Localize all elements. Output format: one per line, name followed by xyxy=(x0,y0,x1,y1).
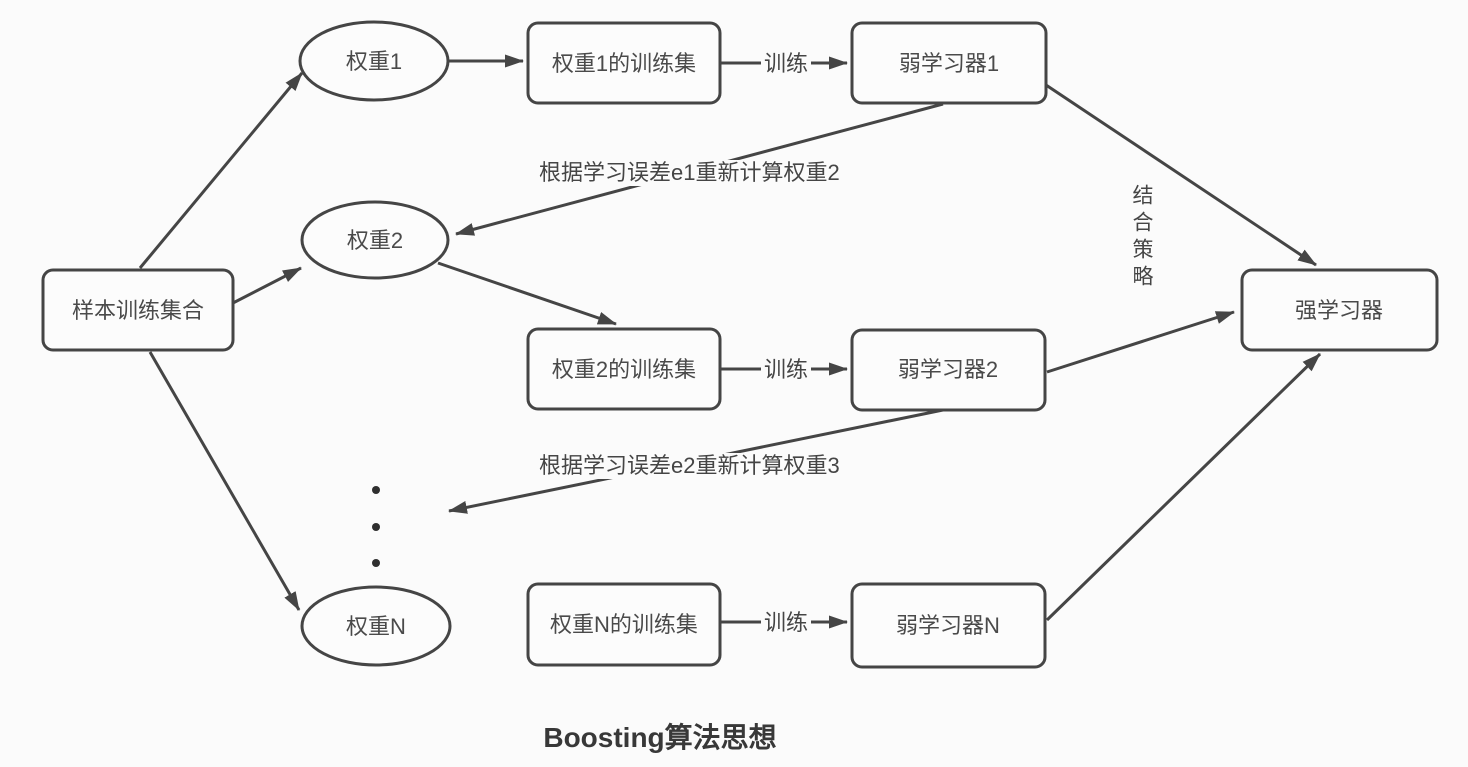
combine-strategy-annotation: 结合策略 xyxy=(1130,184,1153,292)
train-edge-label-1: 训练 xyxy=(761,51,812,77)
edge-weight2-to-trainset2 xyxy=(437,261,617,326)
diagram-title: Boosting算法思想 xyxy=(543,722,777,753)
node-shapes xyxy=(41,20,1439,669)
edge-weak2-to-strong xyxy=(1046,310,1235,374)
ellipsis-dot xyxy=(372,559,380,567)
train-edge-label-2: 训练 xyxy=(761,357,812,383)
edges xyxy=(138,54,1322,629)
edge-weakN-to-strong xyxy=(1045,352,1322,622)
strong-learner-label: 强学习器 xyxy=(1295,298,1383,323)
weight1-ellipse xyxy=(298,20,450,102)
weight2-label: 权重2 xyxy=(347,228,403,253)
trainset2-box xyxy=(526,327,722,411)
train-edge-label-3: 训练 xyxy=(761,610,812,636)
edge-sample-to-weight1 xyxy=(138,72,304,269)
recalc-weight2-annotation: 根据学习误差e1重新计算权重2 xyxy=(536,160,843,186)
trainset2-label: 权重2的训练集 xyxy=(552,357,696,382)
weak-learner1-box xyxy=(850,21,1048,105)
edge-weak1-to-strong xyxy=(1045,83,1317,267)
ellipsis-dot xyxy=(372,486,380,494)
edge-sample-to-weightN xyxy=(148,351,301,611)
weak-learnerN-box xyxy=(850,582,1047,669)
weak-learner2-label: 弱学习器2 xyxy=(898,357,998,382)
weak-learner1-label: 弱学习器1 xyxy=(899,51,999,76)
vertical-ellipsis-icon xyxy=(372,486,380,567)
weak-learnerN-label: 弱学习器N xyxy=(896,613,1000,638)
weightN-label: 权重N xyxy=(346,614,406,639)
node-labels: 样本训练集合 权重1 权重2 权重N 权重1的训练集 权重2的训练集 权重N的训… xyxy=(72,49,1383,639)
sample-set-label: 样本训练集合 xyxy=(72,298,204,323)
trainsetN-label: 权重N的训练集 xyxy=(550,612,698,637)
weak-learner2-box xyxy=(850,328,1047,412)
edge-sample-to-weight2 xyxy=(232,266,302,305)
weight2-ellipse xyxy=(300,200,450,280)
trainset1-label: 权重1的训练集 xyxy=(552,51,696,76)
weightN-ellipse xyxy=(300,585,452,667)
trainsetN-box xyxy=(526,582,722,667)
strong-learner-box xyxy=(1240,268,1439,352)
trainset1-box xyxy=(526,21,722,105)
weight1-label: 权重1 xyxy=(346,49,402,74)
sample-set-box xyxy=(41,268,235,352)
ellipsis-dot xyxy=(372,523,380,531)
recalc-weight3-annotation: 根据学习误差e2重新计算权重3 xyxy=(536,453,843,479)
